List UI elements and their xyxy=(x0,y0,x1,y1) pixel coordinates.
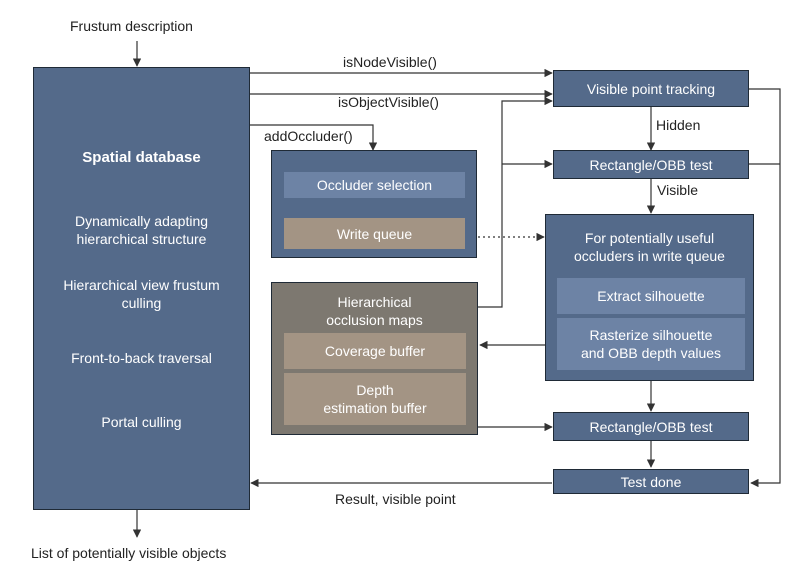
extract-silhouette-box: Extract silhouette xyxy=(557,278,745,314)
arrow-vpt-to-done xyxy=(749,88,781,488)
rect-obb-test-box: Rectangle/OBB test xyxy=(553,412,749,441)
arrow-hom-up xyxy=(478,96,553,308)
frustum-description-label: Frustum description xyxy=(70,18,193,34)
add-occluder-label: addOccluder() xyxy=(264,128,353,144)
occluder-selection-box: Occluder selection xyxy=(284,172,465,198)
depth-estimation-buffer-box: Depth estimation buffer xyxy=(284,373,466,425)
output-label: List of potentially visible objects xyxy=(31,545,227,561)
rasterize-silhouette-box: Rasterize silhouette and OBB depth value… xyxy=(557,318,745,370)
rect-obb-test-box: Rectangle/OBB test xyxy=(553,150,749,179)
occluder-group-box: Occluder selection Write queue xyxy=(271,150,477,258)
spatial-db-item: Hierarchical view frustum culling xyxy=(63,277,220,311)
occlusion-maps-box: Hierarchical occlusion maps Coverage buf… xyxy=(271,282,478,435)
spatial-database-box: Spatial database Dynamically adapting hi… xyxy=(33,67,250,510)
result-label: Result, visible point xyxy=(335,491,456,507)
arrow-add-occluder xyxy=(250,124,378,151)
write-queue-box: Write queue xyxy=(284,218,465,249)
occlusion-maps-title: Hierarchical occlusion maps xyxy=(326,294,423,328)
visible-label: Visible xyxy=(657,182,698,198)
useful-occluders-title: For potentially useful occluders in writ… xyxy=(574,230,725,264)
coverage-buffer-box: Coverage buffer xyxy=(284,333,466,369)
visible-point-tracking-box: Visible point tracking xyxy=(553,70,749,107)
spatial-database-title: Spatial database xyxy=(82,149,201,166)
is-object-visible-label: isObjectVisible() xyxy=(338,94,439,110)
useful-occluders-box: For potentially useful occluders in writ… xyxy=(545,214,754,381)
hidden-label: Hidden xyxy=(656,117,701,133)
spatial-db-item: Front-to-back traversal xyxy=(71,350,212,366)
spatial-db-item: Dynamically adapting hierarchical struct… xyxy=(74,213,209,247)
is-node-visible-label: isNodeVisible() xyxy=(343,54,437,70)
test-done-box: Test done xyxy=(553,469,749,494)
spatial-db-item: Portal culling xyxy=(101,414,182,430)
